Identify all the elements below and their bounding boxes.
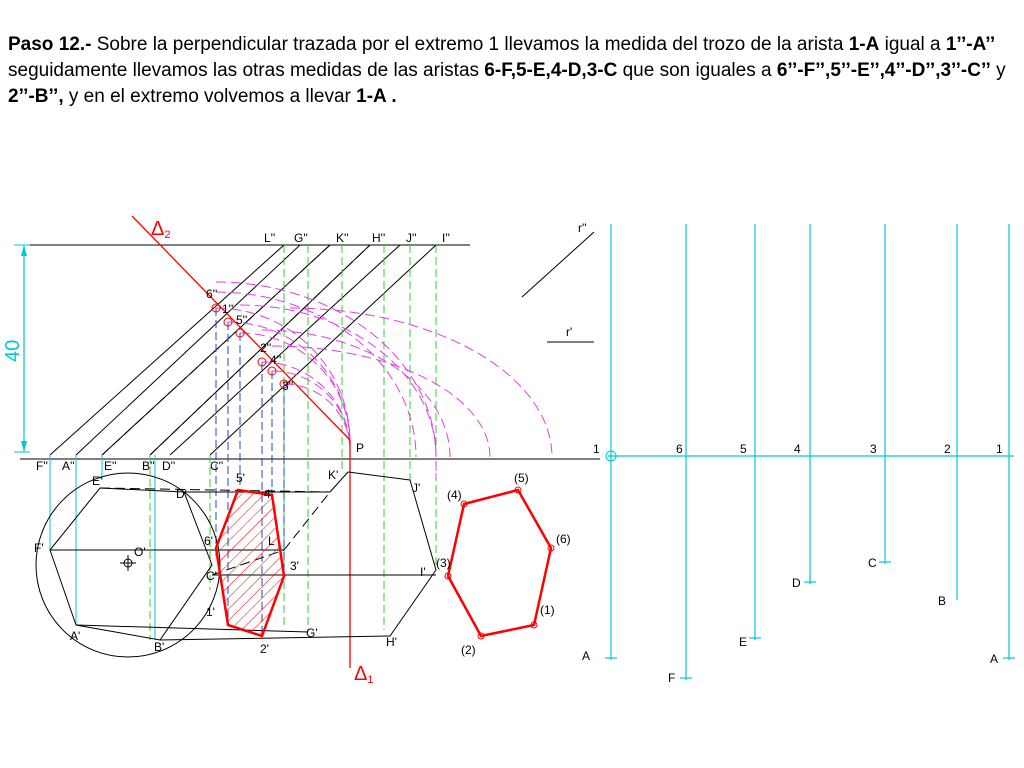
true-shape-polygon [446,488,553,638]
base_row-label: F'' [36,459,48,473]
section_points-label: 6'' [206,287,217,301]
dev_top-label: 1 [593,442,600,456]
base_row-label: E'' [104,459,117,473]
caption-segment: y en el extremo volvemos a llevar [63,86,357,107]
center-mark [120,555,136,571]
base_row-label: C'' [210,459,223,473]
true_shape-label: (4) [447,488,462,502]
dev_top-label: 2 [944,442,951,456]
true_shape-label: (6) [556,532,571,546]
caption-segment: que son iguales a [617,60,777,81]
delta2-label: Δ2 [151,218,170,241]
magenta-arcs [215,281,553,480]
top_row-label: G'' [294,231,308,245]
plan_section-label: 3' [290,559,299,573]
section_points-label: 3'' [282,379,293,393]
base_row-label: B'' [142,459,155,473]
top_row-label: I'' [442,231,450,245]
r-double-line [521,231,595,298]
dev_top-label: 5 [740,442,747,456]
dev_bottom-label: A [582,649,590,663]
true_shape-label: (2) [461,643,476,657]
delta1-label: Δ1 [354,663,373,686]
base_row-label: A'' [62,459,75,473]
top_row-label: K'' [336,231,349,245]
dev_top-label: 4 [794,442,801,456]
plan_section-label: 4' [264,487,273,501]
development-ticks [605,561,1015,679]
section_points-label: 5'' [236,313,247,327]
caption-segment: 1-A . [356,86,397,107]
top_row-label: L'' [264,231,275,245]
label-layer: L'' G'' K'' H'' J'' I'' F'' A'' E'' B'' D'' C'' 6'' 1… [34,231,1003,685]
elevation-edges [49,244,437,456]
top_row-label: H'' [372,231,385,245]
plan_outer-label: L [268,534,275,548]
base_row-label: D'' [162,459,175,473]
cyan-projectors [49,455,156,640]
plan_outer-label: H' [386,635,397,649]
caption-text: Paso 12.- Sobre la perpendicular trazada… [8,32,1008,110]
r-single-label: r' [566,325,572,339]
plan_outer-label: C' [206,569,217,583]
caption-segment: 2’’-B’’, [8,86,64,107]
dev_top-label: 3 [870,442,877,456]
plan_section-label: 1' [206,605,215,619]
plan_section-label: 6' [204,534,213,548]
true_shape-label: (3) [436,556,451,570]
dimension-arrow-bottom [21,441,27,452]
caption-segment: Sobre la perpendicular trazada por el ex… [96,34,849,55]
section_points-label: 4'' [270,353,281,367]
r-double-label: r'' [578,221,587,235]
plan_outer-label: F' [34,541,44,555]
dev_bottom-label: F [668,671,675,685]
caption-segment: 6’’-F’’,5’’-E’’,4’’-D’’,3’’-C’’ [776,60,991,81]
plan_section-label: 2' [260,642,269,656]
plan_outer-label: G' [306,626,318,640]
section-plane-delta2 [131,215,351,441]
section_points-label: 1'' [222,302,233,316]
dimension-label: 40 [2,340,24,362]
plan_outer-label: E' [92,474,102,488]
dimension-arrow-top [21,245,27,256]
caption-segment: 1-A [848,34,880,55]
plan_outer-label: I' [420,565,426,579]
caption-segment: 1’’-A’’ [945,34,996,55]
plan_outer-label: J' [412,481,420,495]
dev_bottom-label: C [868,556,877,570]
section-points-elev [211,303,289,389]
caption-segment: seguidamente llevamos las otras medidas … [8,60,485,81]
true_shape-label: (5) [514,471,529,485]
dev_bottom-label: E [739,635,747,649]
dev_bottom-label: A [990,652,998,666]
plan_outer-label: D' [176,487,187,501]
dev_bottom-label: D [792,576,801,590]
plan_outer-label: A' [70,629,80,643]
dev_top-label: 1 [996,442,1003,456]
plan_section-label: 5' [236,471,245,485]
section_points-label: 2'' [260,341,271,355]
top_row-label: J'' [406,231,417,245]
caption-segment: igual a [879,34,946,55]
dev_top-label: 6 [676,442,683,456]
plan_outer-label: K' [328,468,338,482]
caption-segment: y [990,60,1006,81]
true-shape-points [444,486,555,640]
dev_bottom-label: B [938,594,946,608]
elevation-hidden-edges [101,244,371,456]
caption-segment: 6-F,5-E,4-D,3-C [484,60,618,81]
caption-segment: Paso 12.- [8,34,97,55]
point-P-label: P [356,441,364,455]
section-plan-polygon [214,488,286,638]
plan_outer-label: B' [154,640,164,654]
plan_outer-label: O' [134,545,146,559]
development-verticals [610,224,1010,680]
true_shape-label: (1) [540,603,555,617]
